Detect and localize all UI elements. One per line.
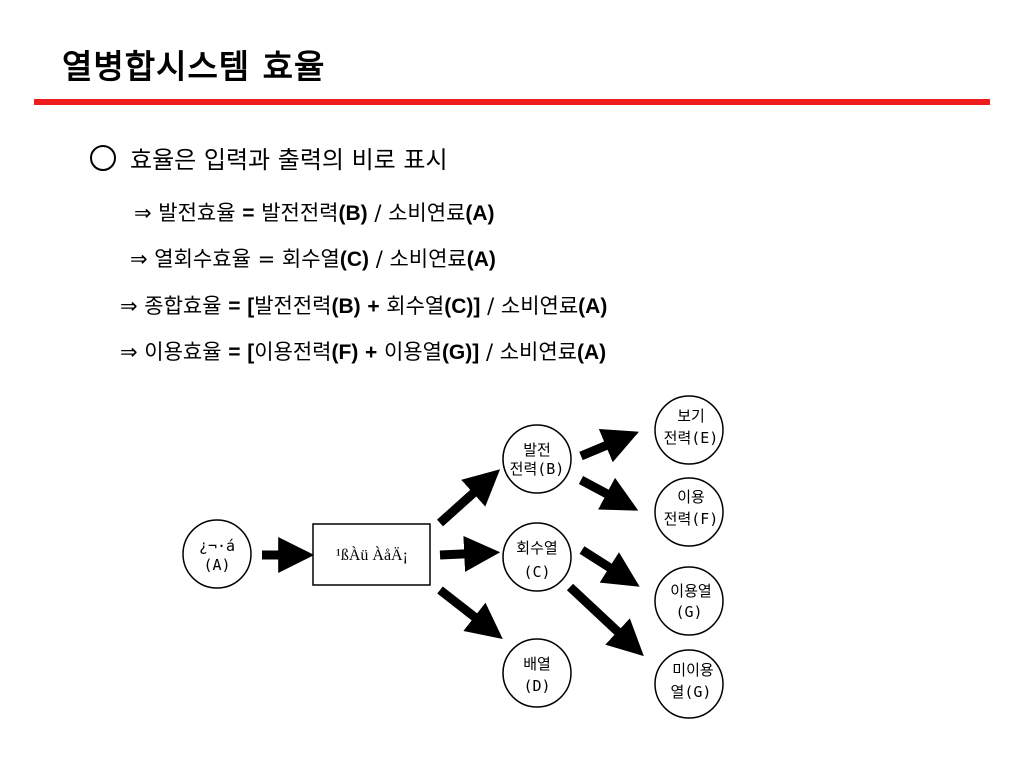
formula-name: 열회수효율 — [154, 247, 251, 271]
flow-arrow-to-used-power — [578, 476, 639, 511]
plus-sign: + — [365, 341, 378, 364]
numerator: 회수열 — [281, 247, 340, 271]
node-label-line1: 배열 — [523, 655, 551, 673]
flow-arrow-to-used-heat — [579, 546, 640, 587]
node-used-power: 이용 전력(F) — [654, 477, 724, 547]
implies-arrow: ⇒ — [120, 340, 138, 364]
node-fuel-input: ¿¬·á (A) — [182, 519, 252, 589]
node-label-line2: 전력(B) — [510, 460, 565, 478]
page-title: 열병합시스템 효율 — [62, 47, 326, 86]
node-label-line2: (D) — [523, 677, 550, 695]
divide-sign: / — [374, 201, 382, 225]
node-label-line2: (G) — [675, 603, 702, 621]
denominator-symbol: (A) — [578, 295, 608, 318]
denominator: 소비연료 — [388, 201, 466, 225]
numerator-symbol: (C) — [339, 248, 370, 271]
term-a-symbol: (F) — [331, 341, 359, 364]
formula-name: 종합효율 — [144, 294, 222, 318]
numerator: 발전전력 — [261, 201, 339, 225]
implies-arrow: ⇒ — [134, 201, 152, 225]
denominator-symbol: (A) — [465, 202, 495, 225]
formula-power-efficiency: ⇒ 발전효율 = 발전전력(B) / 소비연료(A) — [134, 197, 495, 227]
title-divider — [34, 99, 990, 105]
denominator: 소비연료 — [389, 247, 467, 271]
node-label-line1: 보기 — [677, 407, 705, 425]
generator-box: ¹ßÀü ÀåÄ¡ — [312, 523, 431, 586]
bullet-item: 효율은 입력과 출력의 비로 표시 — [90, 140, 448, 175]
node-spare-power: 보기 전력(E) — [654, 395, 724, 465]
node-label-line2: 전력(F) — [664, 510, 719, 528]
divide-sign: / — [487, 294, 495, 318]
term-b: 이용열 — [383, 340, 442, 364]
formula-utilization-efficiency: ⇒ 이용효율 = [이용전력(F) + 이용열(G)] / 소비연료(A) — [120, 336, 606, 366]
formula-heat-recovery-efficiency: ⇒ 열회수효율 = 회수열(C) / 소비연료(A) — [130, 243, 496, 273]
close-bracket: ] — [473, 295, 481, 318]
formula-name: 이용효율 — [144, 340, 222, 364]
term-b-symbol: (C) — [444, 295, 474, 318]
formula-name: 발전효율 — [158, 201, 236, 225]
equals-sign: = — [242, 202, 255, 225]
divide-sign: / — [485, 340, 494, 364]
node-label-line1: 이용 — [677, 488, 705, 506]
term-a: 이용전력 — [254, 340, 332, 364]
flow-arrow-to-unused-heat — [566, 583, 644, 657]
close-bracket: ] — [472, 341, 480, 364]
node-label-line1: 미이용 — [672, 661, 713, 679]
term-b-symbol: (G) — [441, 341, 473, 364]
equals-sign: = — [228, 295, 241, 318]
circle-bullet-icon — [90, 144, 116, 171]
denominator-symbol: (A) — [577, 341, 607, 364]
node-label-line1: ¿¬·á — [199, 537, 235, 555]
node-label-line1: 회수열 — [516, 539, 557, 557]
node-recovered-heat: 회수열 (C) — [502, 522, 572, 592]
equals-sign: = — [228, 341, 241, 364]
flow-arrow-to-recovered — [439, 535, 501, 572]
denominator: 소비연료 — [499, 340, 577, 364]
plus-sign: + — [367, 295, 380, 318]
flow-arrow-to-spare-power — [579, 429, 639, 463]
divide-sign: / — [375, 247, 383, 271]
flow-arrow-to-power — [436, 469, 501, 527]
node-label-line2: (A) — [203, 556, 230, 574]
bullet-text: 효율은 입력과 출력의 비로 표시 — [130, 146, 448, 174]
implies-arrow: ⇒ — [120, 294, 138, 318]
flow-arrow-to-exhaust — [437, 586, 503, 639]
node-label-line1: 발전 — [523, 441, 551, 459]
implies-arrow: ⇒ — [130, 247, 148, 271]
node-unused-heat: 미이용 열(G) — [654, 649, 724, 719]
denominator-symbol: (A) — [466, 248, 496, 271]
node-label-line2: (C) — [523, 563, 550, 581]
numerator-symbol: (B) — [338, 202, 368, 225]
node-label-line2: 열(G) — [671, 683, 712, 701]
node-label-line2: 전력(E) — [664, 429, 719, 447]
term-b: 회수열 — [386, 294, 445, 318]
node-generated-power: 발전 전력(B) — [502, 424, 572, 494]
formula-total-efficiency: ⇒ 종합효율 = [발전전력(B) + 회수열(C)] / 소비연료(A) — [120, 290, 607, 320]
denominator: 소비연료 — [500, 294, 579, 318]
term-a-symbol: (B) — [331, 295, 361, 318]
term-a: 발전전력 — [254, 294, 332, 318]
node-used-heat: 이용열 (G) — [654, 566, 724, 636]
open-bracket: [ — [247, 295, 255, 318]
generator-box-label: ¹ßÀü ÀåÄ¡ — [336, 545, 408, 564]
equals-sign: = — [257, 247, 276, 271]
open-bracket: [ — [247, 341, 255, 364]
node-exhaust-heat: 배열 (D) — [502, 638, 572, 708]
node-label-line1: 이용열 — [670, 582, 711, 600]
